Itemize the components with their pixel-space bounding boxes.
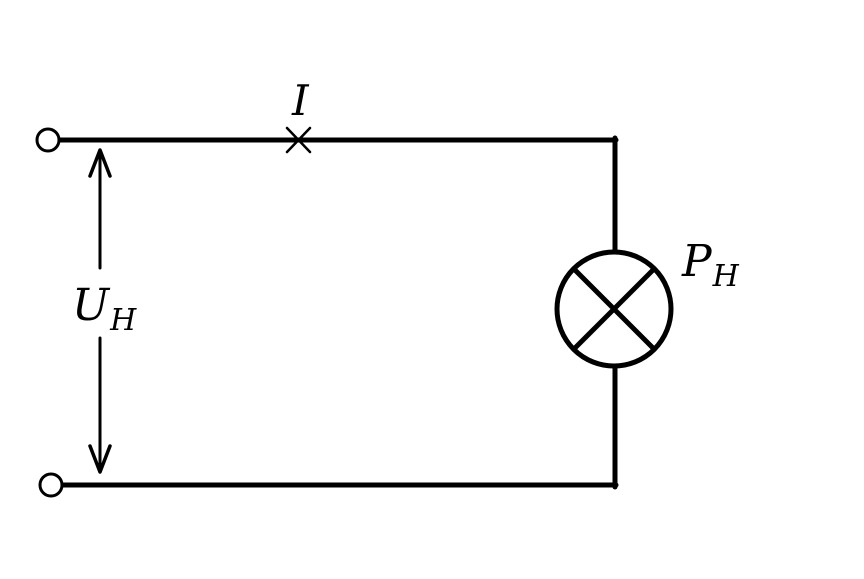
current-label: I [292, 80, 309, 122]
voltage-label: UH [62, 280, 145, 338]
power-label-sub: H [712, 259, 739, 294]
current-label-text: I [292, 76, 309, 125]
top-terminal-icon [35, 127, 61, 153]
bottom-terminal-icon [38, 472, 64, 498]
current-marker-icon [285, 126, 312, 154]
voltage-label-main: U [72, 280, 110, 331]
lamp-icon [554, 249, 674, 369]
power-label: PH [682, 240, 739, 292]
power-label-main: P [682, 236, 712, 287]
voltage-arrow-icon [88, 148, 112, 474]
voltage-label-sub: H [110, 303, 137, 338]
